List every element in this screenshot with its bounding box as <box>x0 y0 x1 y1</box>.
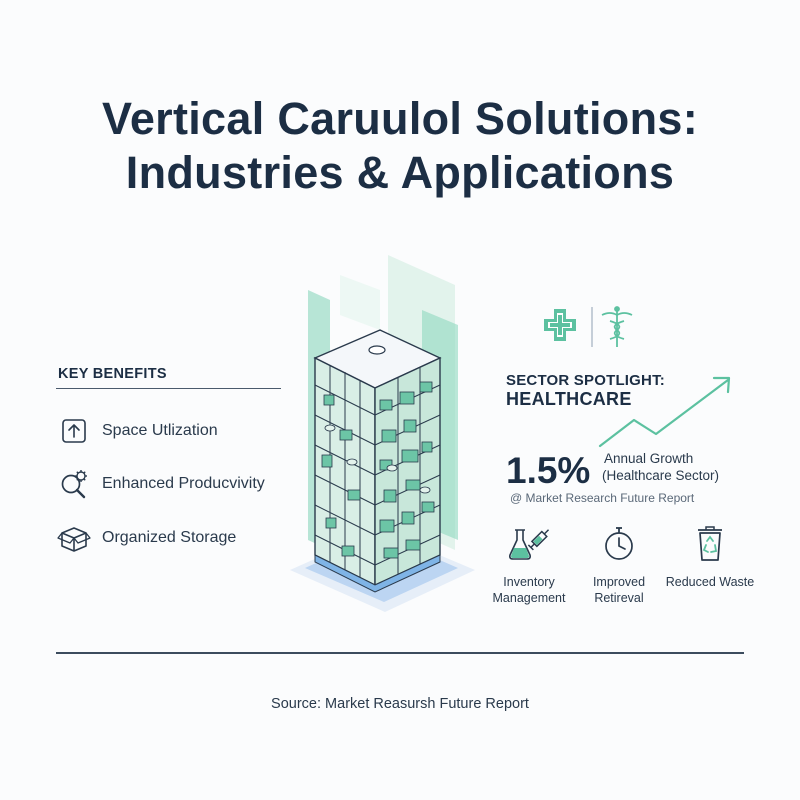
vertical-carousel-illustration <box>280 250 480 620</box>
benefit-label-line-1: Improved <box>592 575 646 589</box>
footer-divider <box>56 652 744 654</box>
sector-spotlight-label: SECTOR SPOTLIGHT: <box>506 372 665 389</box>
benefit-label-line-2: Management <box>492 591 566 605</box>
arrow-up-box-icon <box>56 413 92 449</box>
stopwatch-icon <box>597 522 641 566</box>
benefit-label: Space Utlization <box>102 422 218 439</box>
flask-syringe-icon <box>507 522 551 566</box>
benefit-label-line-1: Reduced Waste <box>665 575 755 589</box>
medical-cross-icon <box>544 309 576 341</box>
box-icon <box>56 520 92 556</box>
source-note: Source: Market Reasursh Future Report <box>271 696 529 712</box>
growth-label-line-1: Annual Growth <box>604 451 694 466</box>
magnifier-gear-icon <box>56 466 92 502</box>
page-title: Vertical Caruulol Solutions: Industries … <box>0 92 800 200</box>
growth-value: 1.5% <box>506 450 591 491</box>
benefit-label-line-2: Retireval <box>594 591 644 605</box>
healthcare-icons <box>540 305 650 349</box>
title-line-2: Industries & Applications <box>125 147 675 198</box>
title-line-1: Vertical Caruulol Solutions: <box>102 93 698 144</box>
benefit-organized-storage: Organized Storage <box>56 520 236 556</box>
sector-name: HEALTHCARE <box>506 389 632 409</box>
benefit-label: Organized Storage <box>102 529 237 546</box>
spotlight-benefit-waste: Reduced Waste <box>662 522 758 590</box>
caduceus-icon <box>601 306 633 347</box>
key-benefits-divider <box>56 388 281 389</box>
key-benefits-heading: KEY BENEFITS <box>58 366 167 382</box>
growth-label-line-2: (Healthcare Sector) <box>602 468 720 483</box>
spotlight-benefit-inventory: Inventory Management <box>488 522 570 606</box>
spotlight-benefit-retrieval: Improved Retireval <box>584 522 654 606</box>
benefit-label-line-1: Inventory <box>503 575 555 589</box>
benefit-enhanced-productivity: Enhanced Producvivity <box>56 466 265 502</box>
recycle-bin-icon <box>688 522 732 566</box>
growth-trend-arrow-icon <box>596 368 740 452</box>
report-citation: @ Market Research Future Report <box>510 491 695 505</box>
benefit-label: Enhanced Producvivity <box>102 475 265 492</box>
benefit-space-utilization: Space Utlization <box>56 413 218 449</box>
